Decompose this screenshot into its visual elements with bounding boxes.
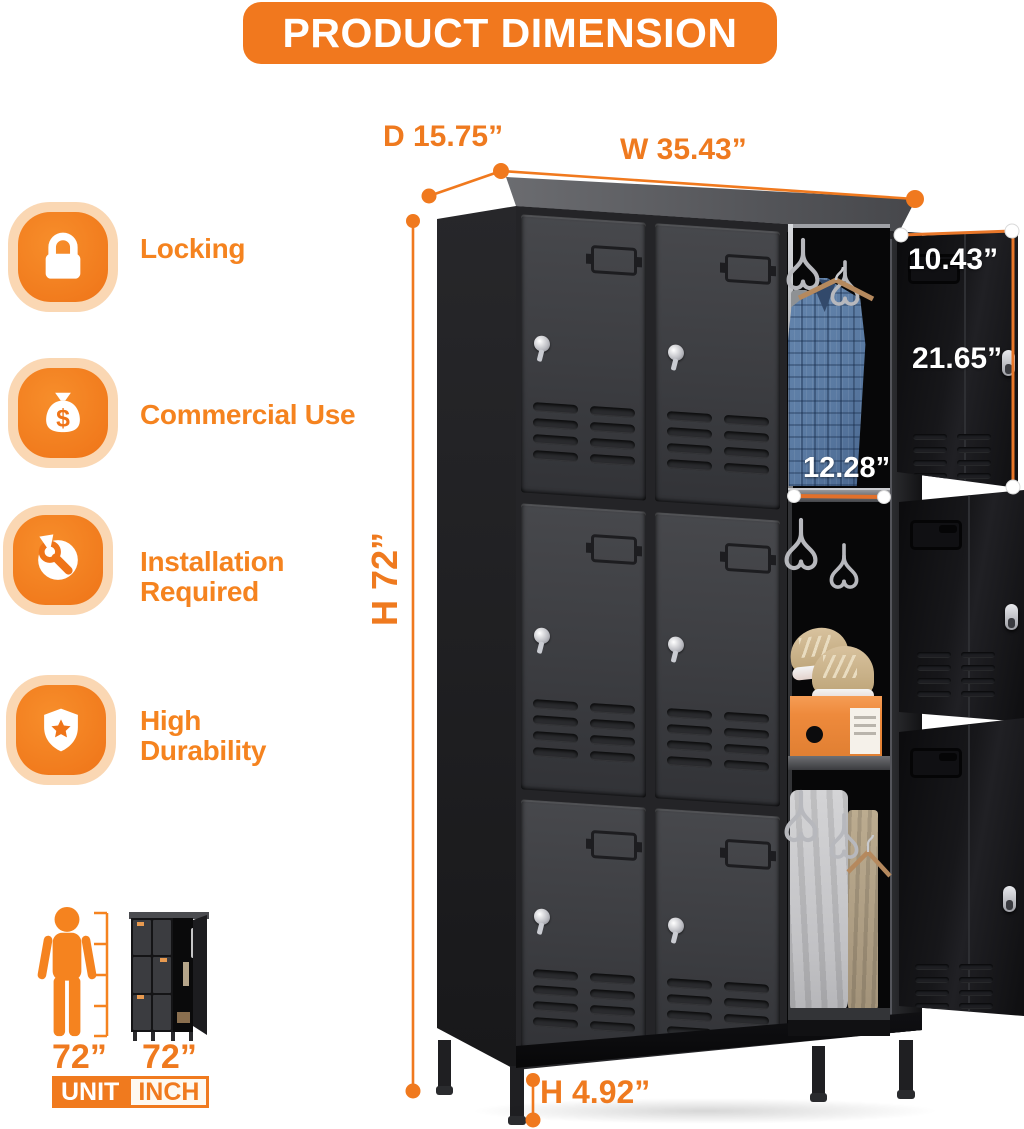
open-door <box>899 718 1024 1016</box>
shoebox-label <box>850 708 880 754</box>
plaid-jacket <box>788 278 866 486</box>
cabinet-side-panel <box>437 206 516 1070</box>
gray-sweater <box>790 790 848 1015</box>
shoebox <box>790 696 882 758</box>
banner-title: PRODUCT DIMENSION <box>282 9 738 56</box>
unit-badge-value: INCH <box>128 1076 210 1108</box>
shelf-divider <box>788 756 890 770</box>
width-dimension-label: W 35.43” <box>620 133 747 166</box>
unit-badge-label: UNIT <box>52 1076 129 1108</box>
feature-label: High Durability <box>140 705 267 767</box>
open-door <box>897 231 1018 488</box>
door-handle <box>910 748 962 778</box>
door-handle <box>908 254 960 284</box>
leg-height-dimension-label: H 4.92” <box>540 1074 651 1110</box>
person-silhouette <box>37 906 97 1037</box>
door-handle <box>910 520 962 550</box>
vent-louvers <box>915 964 993 1009</box>
feature-label: Locking <box>140 233 246 264</box>
depth-dimension-label: D 15.75” <box>383 120 504 153</box>
money-bag-icon: $ <box>18 368 108 458</box>
cabinet-top-face <box>506 177 916 236</box>
compartment-floor <box>788 1008 890 1020</box>
open-door <box>899 490 1024 722</box>
svg-text:$: $ <box>56 406 70 433</box>
wooden-hanger <box>797 266 892 878</box>
feature-label: Commercial Use <box>140 399 356 430</box>
feature-item-locking <box>8 202 118 312</box>
wrench-icon <box>13 515 103 605</box>
coat-hooks <box>787 240 860 859</box>
floor-shadow <box>470 1098 940 1124</box>
feature-label: Installation Required <box>140 546 285 608</box>
cabinet-legs <box>436 1040 915 1125</box>
compartment-width-dimension-label: 12.28” <box>803 452 891 484</box>
feature-item-commercial: $ <box>8 358 118 468</box>
door-width-dimension-label: 10.43” <box>908 243 999 276</box>
feature-item-durability <box>6 675 116 785</box>
unit-badge: UNIT INCH <box>52 1076 210 1108</box>
locker-height-label: 72” <box>142 1038 197 1076</box>
door-lock <box>1003 886 1016 912</box>
open-compartments <box>788 224 890 1036</box>
scale-locker-thumbnail <box>129 912 209 919</box>
door-lock <box>1005 604 1018 630</box>
padlock-icon <box>18 212 108 302</box>
shield-star-icon <box>16 685 106 775</box>
height-ruler <box>94 911 109 1038</box>
banner: PRODUCT DIMENSION <box>243 2 777 64</box>
door-height-dimension-label: 21.65” <box>912 342 1003 375</box>
feature-item-installation <box>3 505 113 615</box>
vent-louvers <box>913 434 991 479</box>
person-height-label: 72” <box>52 1038 107 1076</box>
vent-louvers <box>917 652 995 697</box>
